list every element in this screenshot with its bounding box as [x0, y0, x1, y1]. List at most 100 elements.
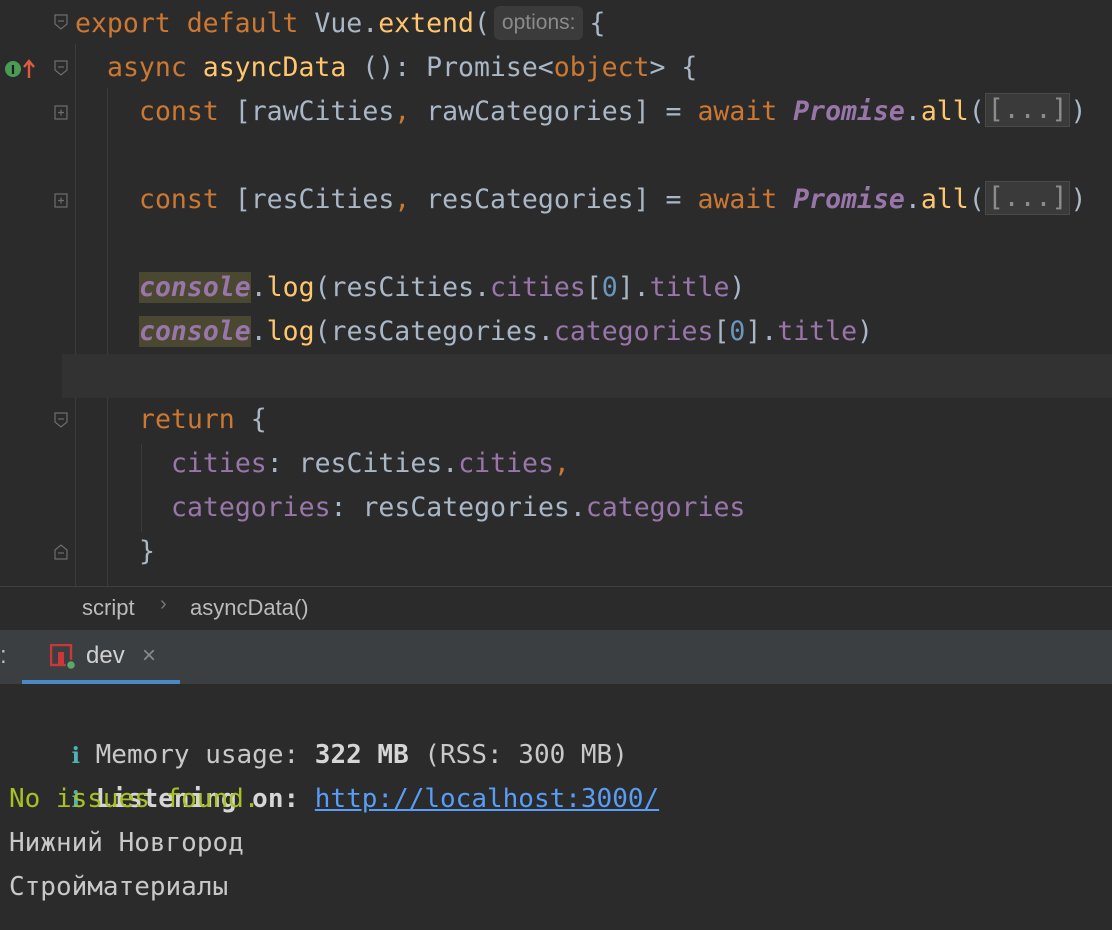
localhost-link[interactable]: http://localhost:3000/	[314, 784, 660, 814]
info-icon: i	[71, 743, 80, 769]
breadcrumb: script › asyncData()	[0, 586, 1112, 631]
punctuation: {	[234, 404, 267, 435]
fold-end-icon[interactable]	[54, 544, 68, 560]
function-name: log	[266, 272, 315, 303]
code-line[interactable]: async asyncData (): Promise<object> {	[0, 46, 1112, 90]
console-line: i Listening on: http://localhost:3000/	[9, 733, 660, 814]
highlighted-identifier: console	[139, 316, 251, 347]
keyword: return	[139, 404, 235, 435]
breadcrumb-item-asyncdata[interactable]: asyncData()	[190, 595, 309, 620]
punctuation: ,	[394, 184, 411, 215]
fold-expand-icon[interactable]	[54, 193, 68, 209]
code-line[interactable]: cities: resCities.cities,	[0, 442, 1112, 486]
console-line: No issues found.	[9, 784, 260, 814]
property: categories	[171, 492, 331, 523]
current-line-highlight[interactable]	[62, 354, 1112, 398]
console-line: i Memory usage: 322 MB (RSS: 300 MB)	[9, 689, 628, 770]
function-name: log	[266, 316, 315, 347]
punctuation: {	[589, 8, 606, 39]
keyword: default	[186, 8, 299, 39]
code-line[interactable]: categories: resCategories.categories	[0, 486, 1112, 530]
function-name: all	[920, 184, 969, 215]
breadcrumb-item-script[interactable]: script	[82, 595, 135, 620]
number-literal: 0	[729, 316, 746, 347]
punctuation: ].	[617, 272, 650, 303]
code-line[interactable]: const [rawCities, rawCategories] = await…	[0, 90, 1112, 134]
implements-method-icon[interactable]: I	[4, 58, 38, 80]
property: categories	[553, 316, 714, 347]
npm-run-icon	[49, 643, 77, 671]
indent-guide	[141, 444, 142, 532]
function-name: extend	[378, 8, 474, 39]
property: cities	[490, 272, 586, 303]
property: cities	[171, 448, 267, 479]
folded-code-placeholder[interactable]: [...]	[984, 93, 1071, 127]
highlighted-identifier: console	[139, 272, 251, 303]
keyword: async	[107, 52, 187, 83]
property: title	[649, 272, 730, 303]
code-text: [rawCities	[218, 96, 395, 127]
property: cities	[458, 448, 554, 479]
class-name: Promise	[793, 184, 905, 215]
fold-expand-icon[interactable]	[54, 105, 68, 121]
console-text: Listening on:	[95, 784, 300, 814]
punctuation: [	[713, 316, 730, 347]
keyword: await	[697, 96, 778, 127]
punctuation: ,	[553, 448, 570, 479]
chevron-right-icon: ›	[160, 593, 167, 615]
fold-collapse-icon[interactable]	[54, 412, 68, 428]
run-tool-window-tabs: : dev ×	[0, 630, 1112, 685]
punctuation: (	[968, 184, 985, 215]
punctuation: .	[362, 8, 379, 39]
memory-value: 322 MB	[314, 740, 409, 770]
identifier: Vue	[314, 8, 363, 39]
punctuation: (	[968, 96, 985, 127]
property: title	[777, 316, 858, 347]
tab-dev[interactable]: dev ×	[22, 630, 180, 684]
tool-window-title-suffix: :	[0, 642, 7, 669]
punctuation: .	[250, 316, 267, 347]
console-line: Нижний Новгород	[9, 828, 244, 858]
punctuation: )	[857, 316, 874, 347]
punctuation: (	[473, 8, 490, 39]
fold-collapse-icon[interactable]	[54, 14, 68, 30]
punctuation: ,	[394, 96, 411, 127]
code-line[interactable]: console.log(resCategories.categories[0].…	[0, 310, 1112, 354]
indent-guide	[75, 44, 76, 586]
code-editor[interactable]: I export default Vue.extend(options:{	[0, 0, 1112, 586]
info-icon: i	[71, 787, 80, 813]
punctuation: )	[729, 272, 746, 303]
punctuation: .	[904, 184, 921, 215]
punctuation: )	[1070, 96, 1087, 127]
code-text: resCategories] =	[410, 184, 698, 215]
active-tab-indicator	[22, 680, 180, 684]
tab-label: dev	[86, 642, 125, 669]
punctuation: .	[250, 272, 267, 303]
close-icon[interactable]: ×	[142, 642, 157, 669]
code-text: : resCategories.	[330, 492, 586, 523]
code-line[interactable]: return {	[0, 398, 1112, 442]
function-name: asyncData	[202, 52, 347, 83]
folded-code-placeholder[interactable]: [...]	[984, 181, 1071, 215]
code-line[interactable]: console.log(resCities.cities[0].title)	[0, 266, 1112, 310]
code-text: > {	[649, 52, 698, 83]
code-line[interactable]: export default Vue.extend(options:{	[0, 2, 1112, 46]
keyword: object	[553, 52, 650, 83]
fold-collapse-icon[interactable]	[54, 60, 68, 76]
code-text: rawCategories] =	[410, 96, 698, 127]
editor-gutter: I	[0, 0, 72, 586]
parameter-hint: options:	[493, 6, 584, 40]
console-output[interactable]: i Memory usage: 322 MB (RSS: 300 MB) i L…	[0, 684, 1112, 930]
function-name: all	[920, 96, 969, 127]
console-text: (RSS: 300 MB)	[424, 740, 628, 770]
number-literal: 0	[601, 272, 618, 303]
code-text: (): Promise<	[346, 52, 554, 83]
keyword: await	[697, 184, 778, 215]
console-line: Стройматериалы	[9, 872, 229, 902]
code-line[interactable]: const [resCities, resCategories] = await…	[0, 178, 1112, 222]
code-line[interactable]: }	[0, 530, 1112, 574]
punctuation: .	[904, 96, 921, 127]
svg-text:I: I	[11, 63, 15, 77]
code-area[interactable]: export default Vue.extend(options:{ asyn…	[0, 0, 1112, 586]
indent-guide	[107, 88, 108, 586]
